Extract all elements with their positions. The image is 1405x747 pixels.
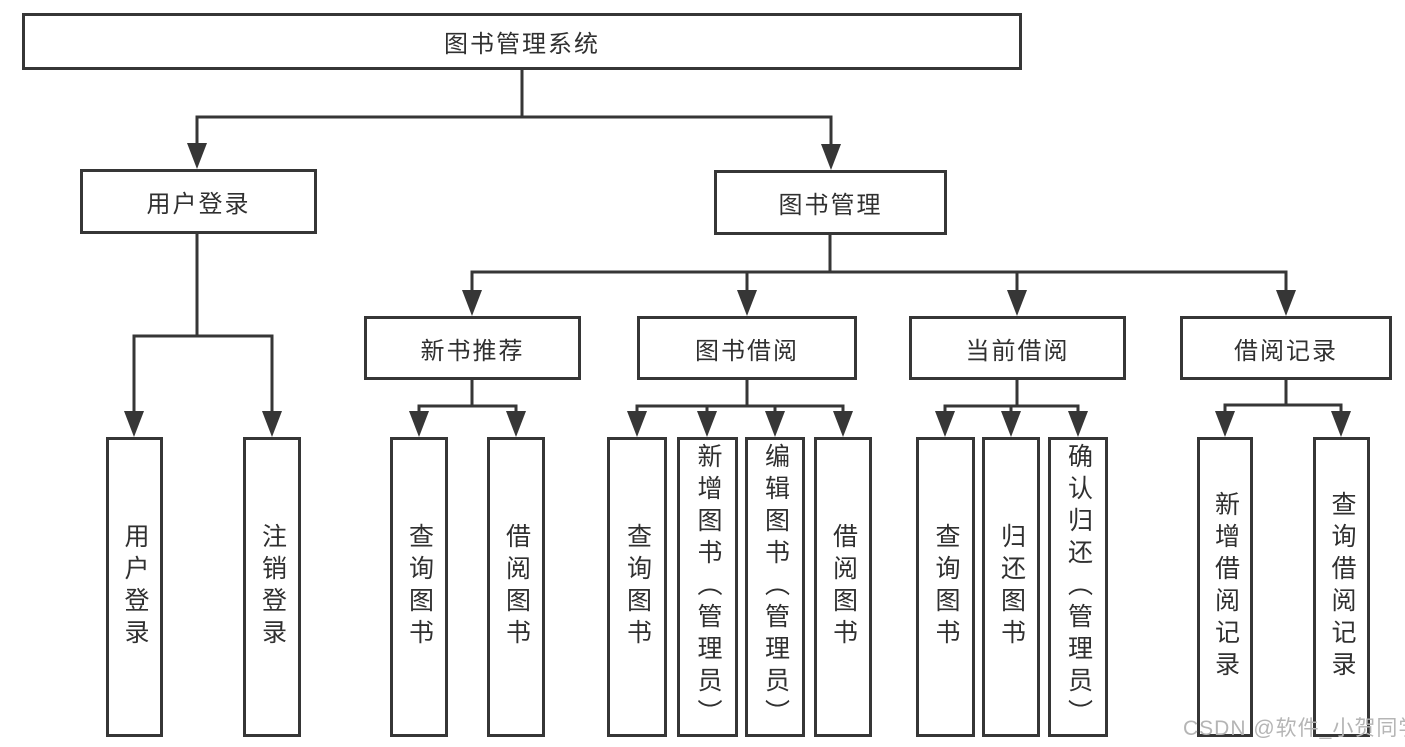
arrow-down-icon: [627, 411, 647, 437]
leaf-edit-book-admin: 编辑图书（管理员）: [745, 437, 805, 737]
arrow-down-icon: [1276, 290, 1296, 316]
arrow-down-icon: [765, 411, 785, 437]
connector-borrow-to-leaves: [635, 380, 845, 418]
node-current-borrow: 当前借阅: [909, 316, 1126, 380]
leaf-return-books: 归还图书: [982, 437, 1040, 737]
arrow-down-icon: [462, 290, 482, 316]
arrow-down-icon: [187, 143, 207, 169]
arrow-down-icon: [1007, 290, 1027, 316]
leaf-add-borrow-record: 新增借阅记录: [1197, 437, 1253, 737]
leaf-query-books-current: 查询图书: [916, 437, 975, 737]
node-book-borrow: 图书借阅: [637, 316, 857, 380]
arrow-down-icon: [1068, 411, 1088, 437]
leaf-user-login: 用户登录: [106, 437, 163, 737]
arrow-down-icon: [737, 290, 757, 316]
arrow-down-icon: [1001, 411, 1021, 437]
leaf-query-books-recommend: 查询图书: [390, 437, 448, 737]
arrow-down-icon: [1331, 411, 1351, 437]
leaf-logout: 注销登录: [243, 437, 301, 737]
arrow-down-icon: [821, 144, 841, 170]
arrow-down-icon: [697, 411, 717, 437]
watermark: CSDN @软件_小贺同学: [1183, 717, 1405, 740]
connector-records-to-leaves: [1223, 380, 1343, 418]
leaf-borrow-books: 借阅图书: [814, 437, 872, 737]
leaf-confirm-return-admin: 确认归还（管理员）: [1048, 437, 1108, 737]
node-new-book-recommend: 新书推荐: [364, 316, 581, 380]
node-user-login: 用户登录: [80, 169, 317, 234]
leaf-query-books-borrow: 查询图书: [607, 437, 667, 737]
arrow-down-icon: [506, 411, 526, 437]
leaf-add-book-admin: 新增图书（管理员）: [677, 437, 738, 737]
connector-mgmt-to-level3: [470, 235, 1288, 298]
arrow-down-icon: [262, 411, 282, 437]
arrow-down-icon: [935, 411, 955, 437]
leaf-query-borrow-record: 查询借阅记录: [1313, 437, 1370, 737]
arrow-down-icon: [124, 411, 144, 437]
arrow-down-icon: [1215, 411, 1235, 437]
leaf-borrow-books-recommend: 借阅图书: [487, 437, 545, 737]
arrow-down-icons: [124, 143, 1351, 437]
connector-login-to-leaves: [132, 234, 274, 420]
connector-root-to-level2: [195, 68, 833, 151]
node-borrow-records: 借阅记录: [1180, 316, 1392, 380]
node-root: 图书管理系统: [22, 13, 1022, 70]
node-book-management: 图书管理: [714, 170, 947, 235]
arrow-down-icon: [833, 411, 853, 437]
arrow-down-icon: [409, 411, 429, 437]
connector-newbook-to-leaves: [417, 380, 518, 418]
